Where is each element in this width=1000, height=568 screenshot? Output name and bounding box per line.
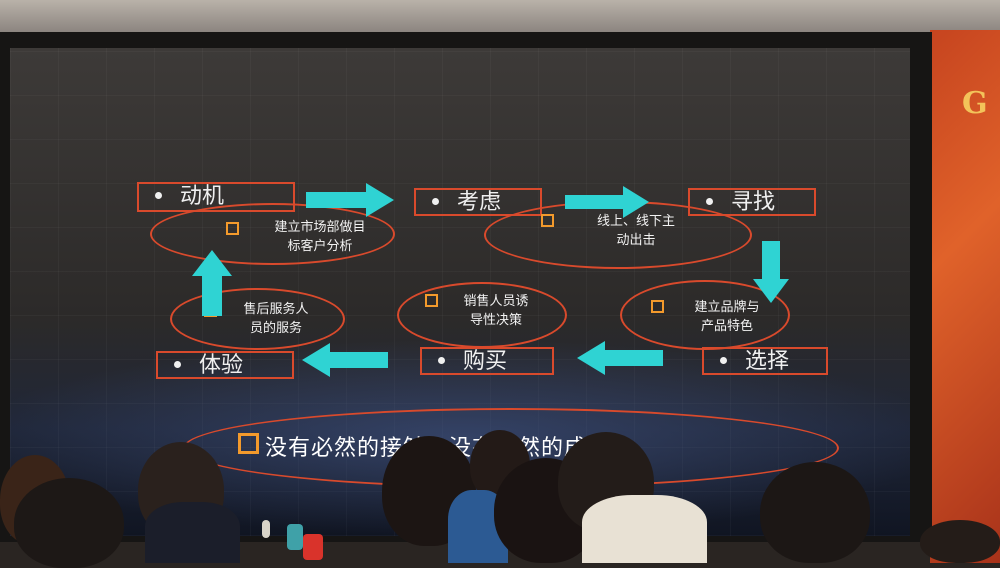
bullet-dot xyxy=(432,197,439,205)
oval-brand xyxy=(620,280,790,350)
stage-motive-label: 动机 xyxy=(180,184,225,209)
stage-choose-label: 选择 xyxy=(745,349,790,374)
oval-sales xyxy=(397,282,567,348)
note-sales: 销售人员诱 导性决策 xyxy=(446,292,546,330)
note-market-line2: 标客户分析 xyxy=(287,239,353,254)
arrow-right-icon xyxy=(565,186,649,218)
stage-search-label: 寻找 xyxy=(731,190,776,215)
audience-body xyxy=(582,495,707,563)
stage-experience: 体验 xyxy=(156,351,294,379)
oval-aftersale xyxy=(170,288,345,350)
note-aftersale: 售后服务人 员的服务 xyxy=(226,300,326,338)
bullet-dot xyxy=(706,197,713,205)
note-brand-line1: 建立品牌与 xyxy=(694,300,760,315)
note-brand-line2: 产品特色 xyxy=(700,319,753,334)
note-online-line2: 动出击 xyxy=(616,233,656,248)
stage-experience-label: 体验 xyxy=(199,353,244,378)
note-online-line1: 线上、线下主 xyxy=(596,214,675,229)
arrow-up-icon xyxy=(192,250,232,316)
stage-buy: 购买 xyxy=(420,347,554,375)
note-bullet xyxy=(226,222,239,235)
ceiling xyxy=(0,0,1000,32)
stage-consider-label: 考虑 xyxy=(457,190,502,215)
audience-head xyxy=(760,462,870,563)
white-bottle xyxy=(262,520,270,538)
note-sales-line2: 导性决策 xyxy=(469,313,522,328)
bullet-dot xyxy=(720,356,727,364)
stage-choose: 选择 xyxy=(702,347,828,375)
bottom-bullet xyxy=(238,433,259,454)
note-bullet xyxy=(541,214,554,227)
stage-search: 寻找 xyxy=(688,188,816,216)
note-aftersale-line2: 员的服务 xyxy=(249,321,302,336)
note-market: 建立市场部做目 标客户分析 xyxy=(250,218,390,256)
drink-can xyxy=(287,524,303,550)
audience-body xyxy=(145,502,240,563)
bullet-dot xyxy=(438,356,445,364)
oval-market xyxy=(150,203,395,265)
stage-buy-label: 购买 xyxy=(463,349,508,374)
wall-banner xyxy=(930,30,1000,563)
audience-head xyxy=(14,478,124,568)
wall-logo: G xyxy=(962,86,988,121)
note-market-line1: 建立市场部做目 xyxy=(274,220,366,235)
stage-consider: 考虑 xyxy=(414,188,542,216)
bullet-dot xyxy=(174,360,181,368)
note-sales-line1: 销售人员诱 xyxy=(463,294,529,309)
arrow-down-icon xyxy=(753,241,789,303)
note-bullet xyxy=(425,294,438,307)
bullet-dot xyxy=(155,191,162,199)
arrow-left-icon xyxy=(577,341,663,375)
note-online: 线上、线下主 动出击 xyxy=(566,212,706,250)
note-aftersale-line1: 售后服务人 xyxy=(243,302,309,317)
arrow-left-icon xyxy=(302,343,388,377)
audience-head xyxy=(920,520,1000,563)
arrow-right-icon xyxy=(306,183,394,217)
note-brand: 建立品牌与 产品特色 xyxy=(672,298,782,336)
note-bullet xyxy=(651,300,664,313)
red-bottle xyxy=(303,534,323,560)
